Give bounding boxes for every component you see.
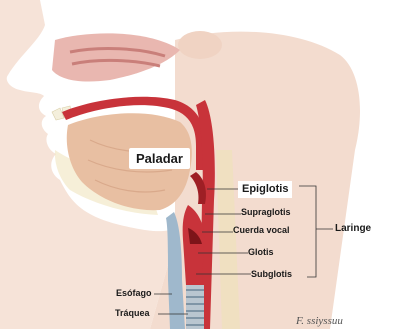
image-credit: F. ssiyssuu (296, 316, 343, 327)
label-cuerda-vocal: Cuerda vocal (233, 226, 290, 235)
label-glotis: Glotis (248, 248, 274, 257)
label-traquea: Tráquea (115, 309, 150, 318)
label-supraglotis: Supraglotis (241, 208, 291, 217)
label-laringe: Laringe (335, 224, 371, 234)
ear (178, 31, 222, 59)
label-paladar: Paladar (129, 148, 190, 169)
nasal-cavity (52, 33, 180, 81)
trachea (186, 285, 204, 329)
label-epiglotis: Epiglotis (238, 181, 292, 198)
label-subglotis: Subglotis (251, 270, 292, 279)
label-esofago: Esófago (116, 289, 152, 298)
